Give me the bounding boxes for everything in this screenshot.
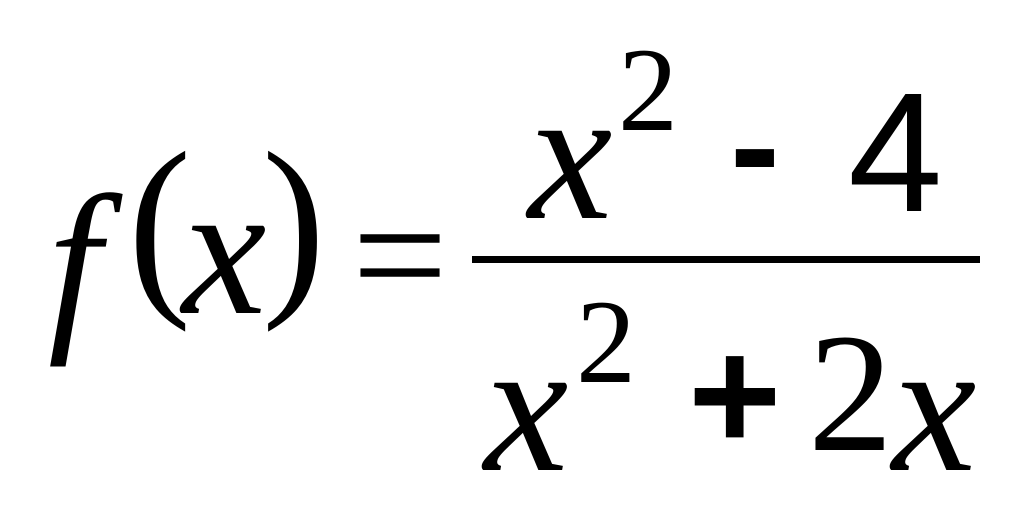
function-argument: x bbox=[182, 145, 267, 355]
close-parenthesis: ) bbox=[262, 112, 326, 334]
denominator-coefficient: 2 bbox=[808, 299, 893, 487]
numerator-constant: 4 bbox=[848, 58, 943, 248]
fraction-bar bbox=[472, 256, 980, 263]
open-parenthesis: ( bbox=[128, 112, 192, 334]
denominator-variable: x bbox=[892, 302, 977, 512]
numerator-operator: - bbox=[730, 61, 780, 229]
denominator-exponent: 2 bbox=[576, 275, 636, 408]
equals-sign: = bbox=[352, 161, 448, 349]
formula: f ( x ) = x 2 - 4 x 2 + 2 x bbox=[48, 23, 980, 502]
function-name: f bbox=[48, 158, 101, 368]
denominator-base: x bbox=[484, 302, 569, 512]
denominator-operator: + bbox=[688, 305, 782, 484]
numerator-base: x bbox=[528, 50, 613, 260]
numerator-exponent: 2 bbox=[618, 23, 678, 156]
